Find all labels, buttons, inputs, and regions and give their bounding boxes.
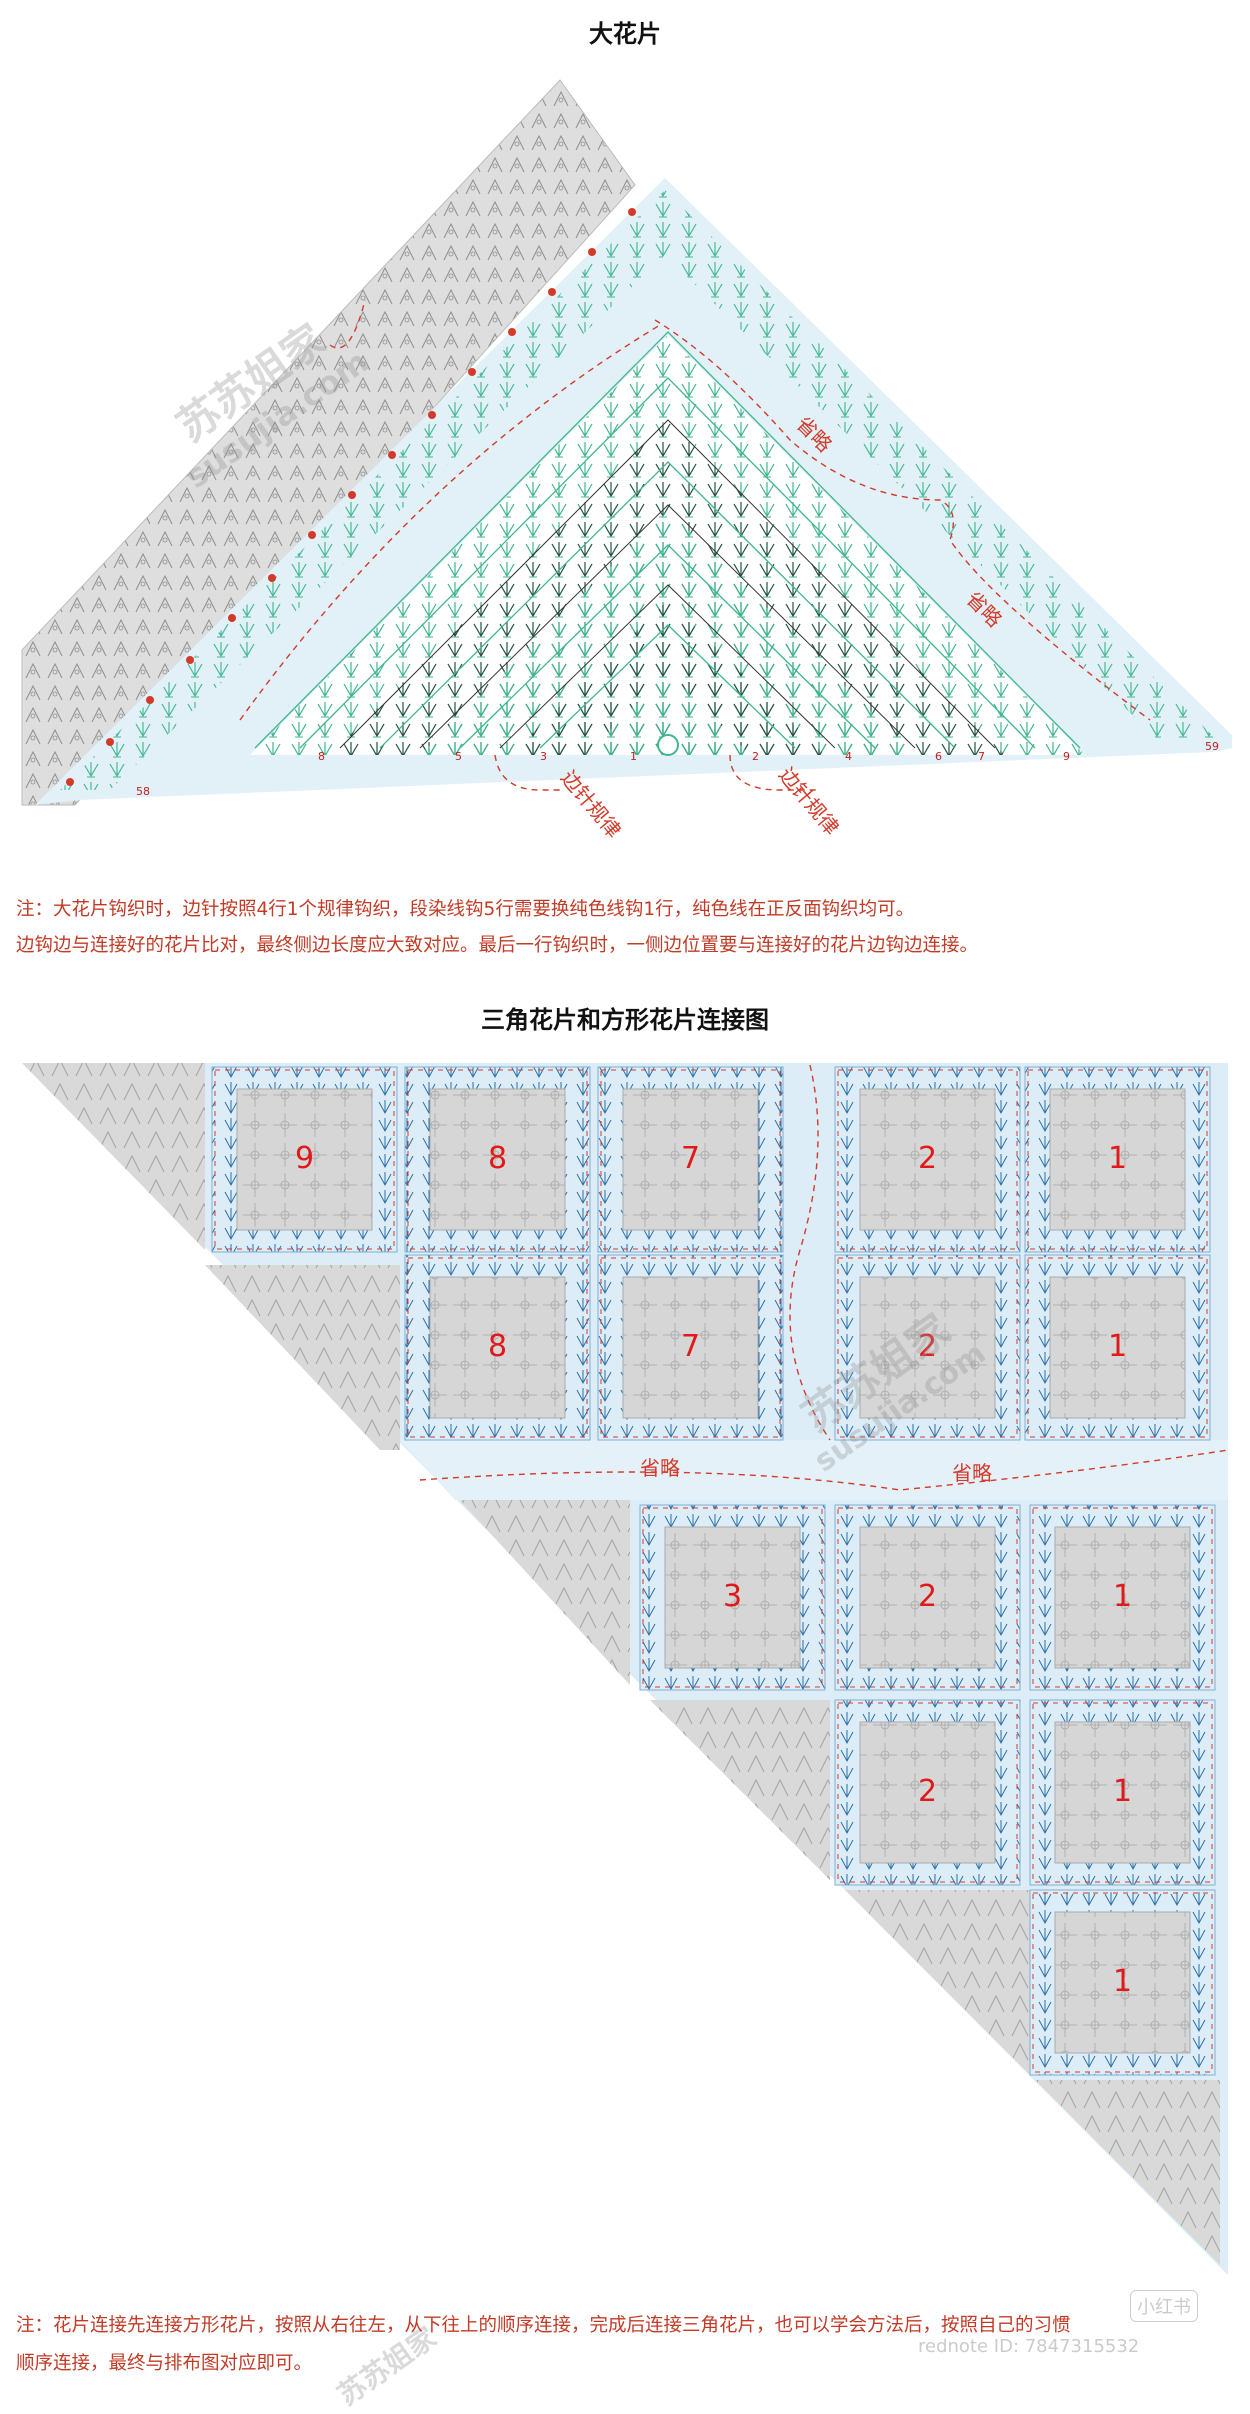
row-number: 5: [455, 750, 462, 763]
motif-square: 9: [211, 1066, 398, 1253]
square-number: 1: [1108, 1329, 1127, 1364]
motif-square: 1: [1029, 1504, 1216, 1691]
motif-square: 1: [1029, 1699, 1216, 1886]
square-number: 7: [681, 1329, 700, 1364]
omit-label-4: 省略: [952, 1461, 992, 1485]
square-number: 1: [1113, 1964, 1132, 1999]
gray-panel: [21, 79, 636, 806]
large-motif-chart: 省略 省略 边针规律 边针规律 58 8 5 3 1 2 4 6 7 9 59: [21, 79, 1232, 842]
square-number: 2: [918, 1141, 937, 1176]
rednote-badge: 小红书: [1130, 2290, 1198, 2322]
motif-square: 3: [639, 1504, 826, 1691]
square-number: 2: [918, 1774, 937, 1809]
omit-label-3: 省略: [640, 1456, 680, 1480]
section1-note-line-2: 边钩边与连接好的花片比对，最终侧边长度应大致对应。最后一行钩织时，一侧边位置要与…: [16, 935, 979, 956]
rednote-id: rednote ID: 7847315532: [918, 2336, 1140, 2357]
section2-note-line-2: 顺序连接，最终与排布图对应即可。: [16, 2353, 313, 2374]
motif-square: 2: [834, 1504, 1021, 1691]
row-number: 1: [630, 750, 637, 763]
square-number: 1: [1113, 1774, 1132, 1809]
section1-title: 大花片: [589, 20, 661, 48]
motif-square: 8: [404, 1066, 591, 1253]
motif-square: 2: [834, 1699, 1021, 1886]
motif-square: 1: [1024, 1254, 1211, 1441]
row-number: 7: [978, 750, 985, 763]
row-number: 4: [845, 750, 852, 763]
motif-square: 8: [404, 1254, 591, 1441]
motif-square: 7: [597, 1066, 784, 1253]
row-number: 8: [318, 750, 325, 763]
square-number: 3: [723, 1579, 742, 1614]
motif-square: 1: [1024, 1066, 1211, 1253]
square-number: 8: [488, 1141, 507, 1176]
section2-title: 三角花片和方形花片连接图: [481, 1006, 769, 1034]
row-number: 2: [752, 750, 759, 763]
row-number: 3: [540, 750, 547, 763]
row-number: 6: [935, 750, 942, 763]
square-number: 1: [1108, 1141, 1127, 1176]
section1-note-line-1: 注：大花片钩织时，边针按照4行1个规律钩织，段染线钩5行需要换纯色线钩1行，纯色…: [16, 899, 915, 920]
square-number: 2: [918, 1579, 937, 1614]
section2-note-line-1: 注：花片连接先连接方形花片，按照从右往左，从下往上的顺序连接，完成后连接三角花片…: [16, 2315, 1071, 2336]
motif-square: 2: [834, 1066, 1021, 1253]
square-number: 7: [681, 1141, 700, 1176]
motif-square: 1: [1029, 1889, 1216, 2076]
row-number: 9: [1063, 750, 1070, 763]
triangle-motif-lower: [455, 1495, 630, 1685]
triangle-motif-upper: [22, 1063, 205, 1250]
edge-rule-label-2: 边针规律: [774, 763, 844, 840]
square-number: 8: [488, 1329, 507, 1364]
row-number: 59: [1205, 740, 1219, 753]
motif-square: 7: [597, 1254, 784, 1441]
diagram-background: [22, 1063, 1228, 2275]
square-number: 9: [295, 1141, 314, 1176]
square-number: 1: [1113, 1579, 1132, 1614]
row-number: 58: [136, 785, 150, 798]
